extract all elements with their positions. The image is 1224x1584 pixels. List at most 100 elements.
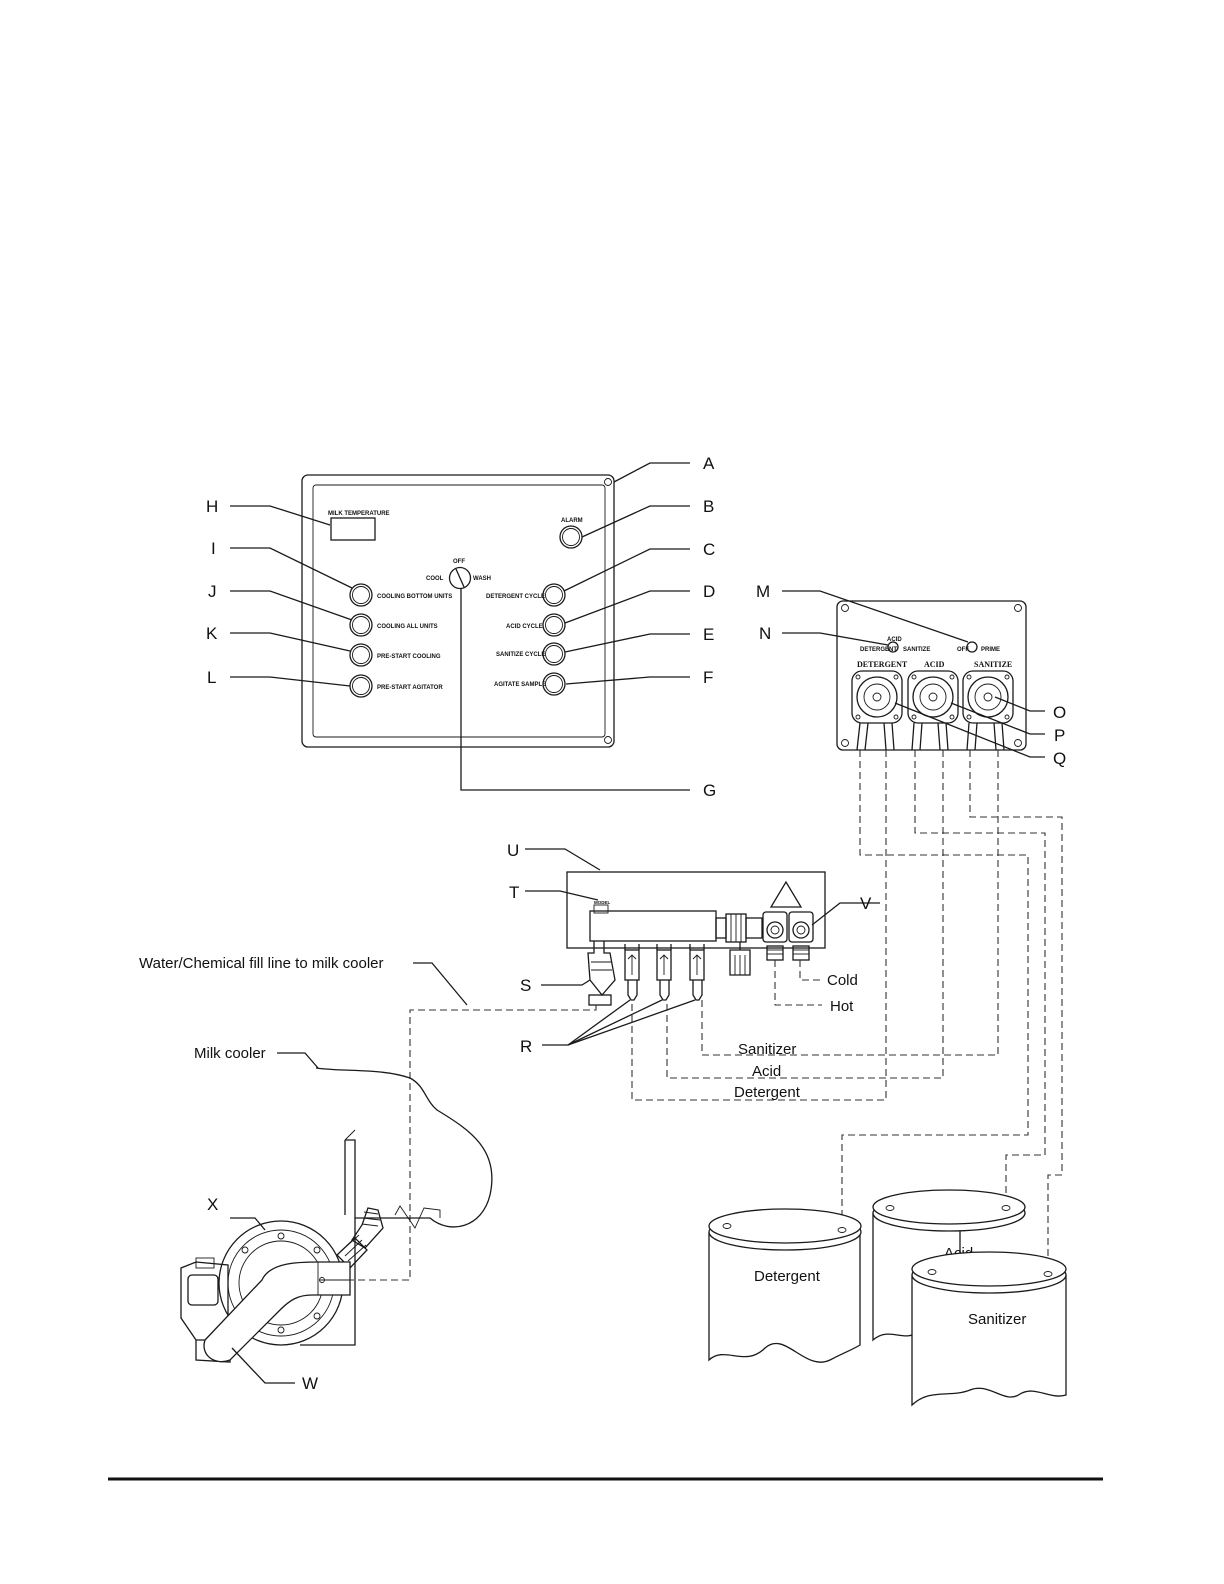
acid-discharge-line (666, 750, 944, 1079)
wash-pump (180, 1220, 351, 1363)
callout-b: B (703, 497, 714, 516)
sanitize-cycle-button[interactable] (542, 642, 566, 666)
cooling-bottom-units-button[interactable] (349, 583, 373, 607)
callout-m: M (756, 582, 770, 601)
manifold-box (566, 871, 826, 949)
pump-volute-leader (230, 1217, 266, 1231)
sanitizer-suction-line (969, 750, 1063, 1270)
detergent-cycle-button[interactable] (542, 583, 566, 607)
selector-detergent-label: DETERGENT (860, 647, 897, 653)
fill-line-leader (413, 962, 468, 1006)
agitate-sample-button[interactable] (542, 672, 566, 696)
callout-j: J (208, 582, 217, 601)
sanitize-pump (962, 670, 1014, 724)
chemical-selector-switch[interactable] (887, 641, 899, 653)
callout-o: O (1053, 703, 1066, 722)
alarm-label: ALARM (561, 518, 583, 524)
callout-w: W (302, 1374, 318, 1393)
pump-box: ACID DETERGENT SANITIZE OFF PRIME DETERG… (836, 600, 1027, 751)
switch-off-label: OFF (957, 647, 969, 653)
callout-c: C (703, 540, 715, 559)
drum-label-sanitizer: Sanitizer (968, 1311, 1026, 1328)
hot-water-label: Hot (830, 998, 854, 1015)
acid-line-label: Acid (752, 1063, 781, 1080)
left-button-label: COOLING ALL UNITS (377, 624, 438, 630)
callout-g: G (703, 781, 716, 800)
callout-x: X (207, 1195, 218, 1214)
pump-motor-leader (231, 1347, 295, 1384)
milk-cooler (300, 1067, 493, 1346)
milk-temperature-label: MILK TEMPERATURE (328, 511, 390, 517)
mode-selector-switch[interactable] (448, 566, 472, 590)
left-button-label: COOLING BOTTOM UNITS (377, 594, 452, 600)
control-panel-leaders (230, 462, 690, 791)
pump-box-leaders (782, 590, 1045, 758)
callout-d: D (703, 582, 715, 601)
panel-screw (604, 478, 612, 486)
water-supply-lines (774, 960, 822, 1006)
right-button-label: DETERGENT CYCLE (486, 594, 545, 600)
detergent-drum: Detergent (708, 1208, 862, 1363)
strainer (729, 949, 751, 976)
callout-k: K (206, 624, 218, 643)
milk-cooler-body (300, 1067, 493, 1346)
prime-switch[interactable] (966, 641, 978, 653)
cold-water-solenoid-valve (788, 911, 814, 961)
acid-suction-line (914, 750, 1046, 1208)
alarm-light[interactable] (559, 525, 583, 549)
manifold-leaders (525, 848, 880, 1046)
detergent-discharge-line (631, 750, 887, 1101)
drum-label-detergent: Detergent (754, 1268, 821, 1285)
injector-detergent (624, 944, 640, 1001)
injector-sanitizer (689, 944, 705, 1001)
callout-i: I (211, 539, 216, 558)
callout-h: H (206, 497, 218, 516)
cold-water-label: Cold (827, 972, 858, 989)
pump-tube-outlets (856, 722, 1005, 751)
acid-pump (907, 670, 959, 724)
pre-start-agitator-button[interactable] (349, 674, 373, 698)
callout-f: F (703, 668, 713, 687)
panel-screw (604, 736, 612, 744)
check-valve (587, 941, 616, 997)
fill-line-label: Water/Chemical fill line to milk cooler (139, 955, 384, 972)
milk-temperature-display (330, 517, 376, 541)
chemical-lines (318, 750, 1063, 1281)
right-button-label: AGITATE SAMPLE (494, 682, 546, 688)
manifold-tube (589, 910, 717, 942)
callout-v: V (860, 894, 872, 913)
switch-cool-label: COOL (426, 576, 444, 582)
callout-t: T (509, 883, 519, 902)
callout-n: N (759, 624, 771, 643)
detergent-line-label: Detergent (734, 1084, 801, 1101)
hot-water-solenoid-valve (762, 911, 788, 961)
cooling-all-units-button[interactable] (349, 613, 373, 637)
callout-letters: A B C D E F G H I J K L M N O P Q R S T … (206, 454, 1066, 1393)
pump-discharge-pipe (203, 1261, 351, 1363)
detergent-pump (851, 670, 903, 724)
pre-start-cooling-button[interactable] (349, 643, 373, 667)
switch-prime-label: PRIME (981, 647, 1000, 653)
pump-label: ACID (924, 660, 945, 669)
warning-triangle (769, 880, 803, 908)
fill-line (318, 1005, 597, 1281)
acid-cycle-button[interactable] (542, 613, 566, 637)
sanitizer-discharge-line (701, 750, 999, 1056)
left-button-label: PRE-START COOLING (377, 654, 441, 660)
right-button-label: SANITIZE CYCLE (496, 652, 545, 658)
manifold-tag: MODEL (594, 900, 611, 905)
milk-cooler-label: Milk cooler (194, 1045, 266, 1062)
control-panel: MILK TEMPERATURE ALARM OFF COOL WASH COO… (301, 474, 615, 748)
milk-cooler-leader (277, 1052, 319, 1069)
switch-off-label: OFF (453, 559, 465, 565)
callout-e: E (703, 625, 714, 644)
sanitizer-drum: Sanitizer (911, 1251, 1067, 1407)
callout-a: A (703, 454, 715, 473)
selector-sanitize-label: SANITIZE (903, 647, 930, 653)
callout-l: L (207, 668, 216, 687)
callout-p: P (1054, 726, 1065, 745)
sanitizer-line-label: Sanitizer (738, 1041, 796, 1058)
callout-r: R (520, 1037, 532, 1056)
injector-acid (656, 944, 672, 1001)
